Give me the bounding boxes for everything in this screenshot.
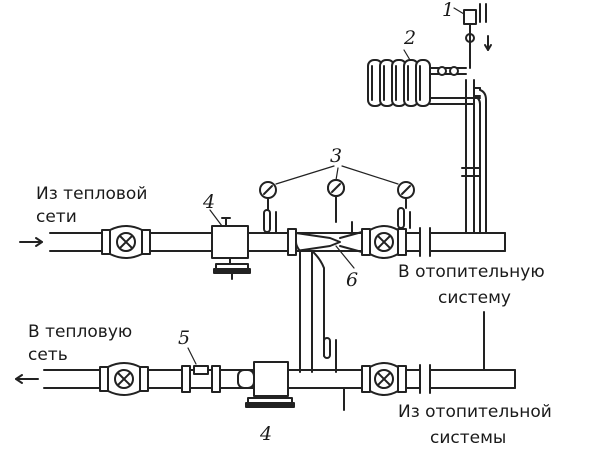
supply-valve-left [102, 226, 150, 258]
supply-riser [462, 80, 486, 233]
mud-trap-top [212, 218, 250, 279]
outlet-arrow [16, 375, 38, 383]
leader-4-top [210, 210, 222, 226]
callout-2: 2 [404, 27, 417, 49]
thermometer-jumper [324, 338, 336, 372]
pressure-gauge-middle [328, 180, 344, 222]
return-valve-left [100, 363, 148, 395]
label-to-system-line1: В отопительную [398, 262, 545, 282]
callout-6: 6 [346, 269, 359, 291]
thermometer-right [398, 208, 410, 228]
system-return-riser [344, 312, 484, 410]
callout-4-top: 4 [203, 191, 216, 213]
label-from-network-line1: Из тепловой [36, 184, 148, 204]
label-from-system-line2: системы [430, 428, 507, 448]
pressure-gauge-right [398, 182, 414, 208]
label-to-network-line2: сеть [28, 345, 68, 365]
label-to-network-line1: В тепловую [28, 322, 133, 342]
callout-4-bottom: 4 [260, 423, 273, 445]
radiator [368, 50, 480, 106]
leader-6 [336, 246, 354, 268]
return-valve-right [362, 363, 406, 395]
water-meter [182, 366, 220, 392]
label-from-network-line2: сети [36, 207, 77, 227]
callout-1: 1 [442, 0, 455, 21]
callout-5: 5 [178, 327, 191, 349]
callout-3: 3 [330, 145, 343, 167]
pressure-gauge-left [260, 182, 276, 210]
elevator-flange [288, 229, 296, 255]
leader-5 [188, 348, 196, 364]
mud-trap-bottom [238, 362, 294, 407]
jumper-pipe [296, 242, 324, 372]
supply-valve-right [362, 226, 406, 258]
label-from-system-line1: Из отопительной [398, 402, 552, 422]
thermometer-left [264, 210, 276, 232]
label-to-system-line2: систему [438, 288, 511, 308]
leader-3 [276, 166, 398, 184]
inlet-arrow [20, 238, 42, 246]
air-collector [454, 4, 491, 68]
